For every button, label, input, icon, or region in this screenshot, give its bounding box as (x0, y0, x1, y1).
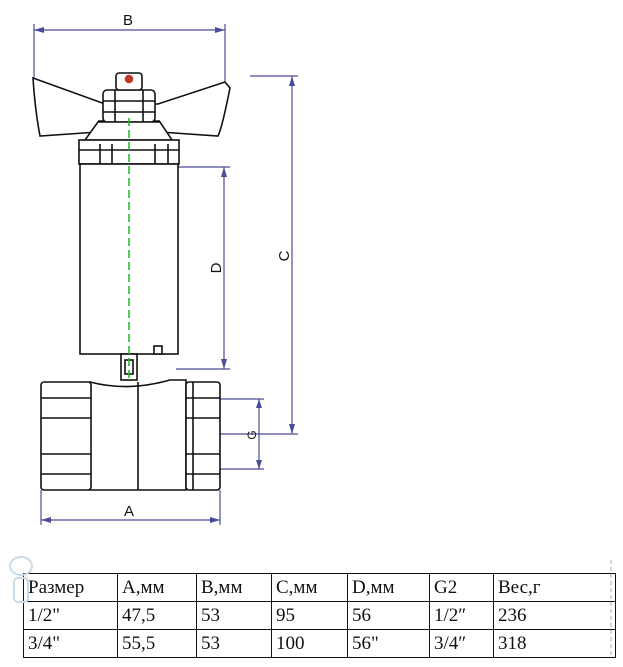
cell-b: 53 (196, 629, 272, 658)
watermark-logo-right (610, 560, 612, 656)
dim-b-label: B (123, 12, 133, 29)
dim-d-label: D (208, 262, 225, 273)
stem-pin (153, 345, 163, 355)
cell-c: 100 (271, 629, 348, 658)
col-header-weight: Вес,г (493, 573, 616, 602)
table-row: 1/2" 47,5 53 95 56 1/2″ 236 (23, 601, 616, 630)
dim-a-arrow-left (41, 517, 51, 523)
spec-table: Размер A,мм B,мм C,мм D,мм G2 Вес,г 1/2"… (23, 573, 616, 658)
dim-b-arrow-right (215, 27, 225, 33)
dim-b-arrow-left (34, 27, 44, 33)
screw-head (124, 74, 134, 84)
dim-d-arrow-bottom (221, 359, 227, 369)
dim-g-arrow-top (256, 399, 262, 408)
cell-size: 1/2" (23, 601, 118, 630)
cell-c: 95 (271, 601, 348, 630)
cell-d: 56" (347, 629, 430, 658)
cell-g2: 3/4″ (429, 629, 494, 658)
dim-c-arrow-bottom (289, 424, 295, 434)
dim-a-arrow-right (210, 517, 220, 523)
valve-drawing: B C D G A (32, 12, 298, 525)
dim-c-arrow-top (289, 76, 295, 86)
dim-g-label: G (245, 430, 259, 439)
dimension-lines (33, 24, 298, 525)
watermark-logo-left (9, 556, 33, 603)
cell-weight: 236 (493, 601, 616, 630)
dim-a-label: A (124, 503, 134, 520)
col-header-a: A,мм (117, 573, 197, 602)
cell-g2: 1/2″ (429, 601, 494, 630)
table-row: 3/4" 55,5 53 100 56" 3/4″ 318 (23, 629, 616, 658)
col-header-b: B,мм (196, 573, 272, 602)
cell-d: 56 (347, 601, 430, 630)
table-header-row: Размер A,мм B,мм C,мм D,мм G2 Вес,г (23, 573, 616, 602)
col-header-c: C,мм (271, 573, 348, 602)
left-port (40, 381, 92, 491)
col-header-g2: G2 (429, 573, 494, 602)
handle-nut (102, 89, 156, 123)
cell-size: 3/4" (23, 629, 118, 658)
right-port (185, 381, 221, 491)
cell-a: 47,5 (117, 601, 197, 630)
col-header-d: D,мм (347, 573, 430, 602)
cell-b: 53 (196, 601, 272, 630)
dimension-labels: B C D G A (123, 12, 293, 520)
dim-c-label: C (276, 250, 293, 261)
dim-d-arrow-top (221, 167, 227, 177)
col-header-size: Размер (23, 573, 118, 602)
cell-weight: 318 (493, 629, 616, 658)
dim-g-arrow-bottom (256, 460, 262, 469)
cell-a: 55,5 (117, 629, 197, 658)
valve-body (32, 72, 231, 491)
